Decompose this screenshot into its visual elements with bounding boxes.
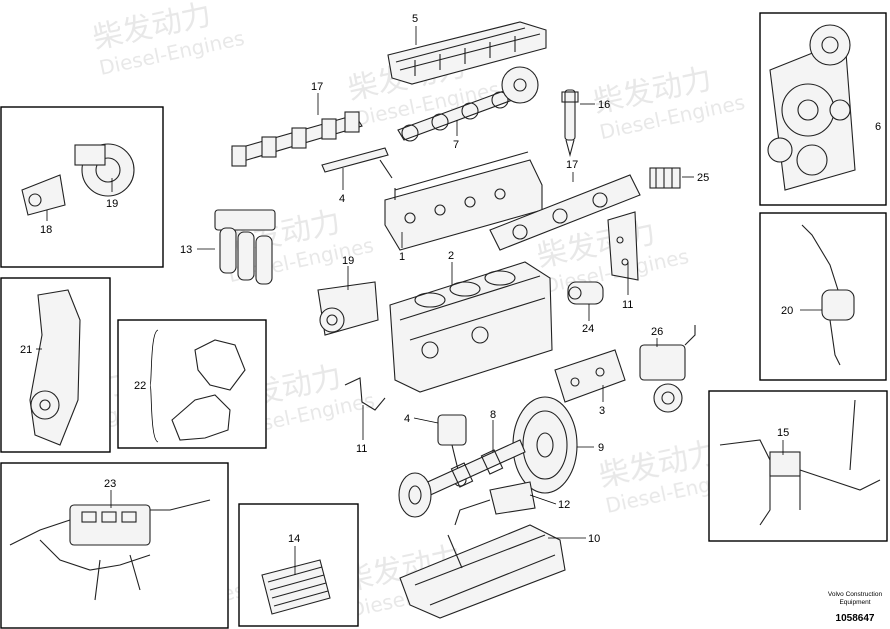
box-drive-belts — [117, 319, 267, 449]
coolant-pipe-part — [344, 377, 386, 411]
callout-25: 25 — [697, 172, 709, 184]
leader-lines — [36, 26, 822, 575]
callout-11b: 11 — [622, 299, 633, 311]
callout-1: 1 — [399, 251, 405, 263]
injector-part — [561, 89, 579, 158]
callout-19b: 19 — [342, 255, 354, 267]
callout-13: 13 — [180, 244, 192, 256]
callout-2: 2 — [448, 250, 454, 262]
callout-3: 3 — [599, 405, 605, 417]
oil-pan-part — [399, 524, 566, 619]
oil-pump-part — [454, 481, 536, 526]
footer-division: Equipment — [839, 599, 870, 606]
callout-6: 6 — [875, 121, 881, 133]
callout-22: 22 — [134, 380, 146, 392]
rocker-arm-part — [231, 111, 363, 167]
crankshaft-part — [398, 439, 526, 518]
coolant-pump-part — [29, 289, 81, 446]
callout-8: 8 — [490, 409, 496, 421]
box-turbocharger — [0, 106, 164, 268]
timing-gear-part — [767, 24, 856, 191]
callout-11a: 11 — [356, 443, 367, 455]
box-dipstick — [759, 212, 887, 381]
callout-26: 26 — [651, 326, 663, 338]
engine-block-part — [389, 261, 553, 393]
fuel-pump-part — [639, 325, 696, 413]
callout-17a: 17 — [311, 81, 323, 93]
callout-18: 18 — [40, 224, 52, 236]
camshaft-part — [397, 66, 539, 142]
wiring-harness-part — [9, 499, 211, 601]
footer: Volvo Construction Equipment 1058647 — [828, 591, 883, 624]
callout-23: 23 — [104, 478, 116, 490]
callout-14: 14 — [288, 533, 300, 545]
brace-line — [149, 329, 159, 443]
connector-part — [649, 167, 681, 189]
starter-motor-part — [567, 281, 604, 305]
rocker-shaft-part — [321, 147, 393, 179]
callout-5: 5 — [412, 13, 418, 25]
callout-24: 24 — [582, 323, 594, 335]
callout-20: 20 — [781, 305, 793, 317]
callout-4a: 4 — [339, 193, 345, 205]
dipstick-part — [801, 224, 855, 366]
callout-17b: 17 — [566, 159, 578, 171]
callout-12: 12 — [558, 499, 570, 511]
callout-19a: 19 — [106, 198, 118, 210]
compressor-part — [317, 281, 379, 336]
exhaust-manifold-part — [489, 174, 641, 251]
callout-labels: 5 7 16 17 4 17 25 1 2 13 19 11 24 26 3 1… — [20, 13, 881, 545]
callout-7: 7 — [453, 139, 459, 151]
bracket-part — [607, 211, 639, 281]
filter-housing-part — [214, 209, 276, 285]
callout-10: 10 — [588, 533, 600, 545]
turbocharger-part — [21, 143, 135, 216]
callout-15: 15 — [777, 427, 789, 439]
callout-9: 9 — [598, 442, 604, 454]
callout-21: 21 — [20, 344, 32, 356]
footer-drawing-number: 1058647 — [836, 613, 875, 624]
cable-harness-part — [719, 399, 881, 526]
drive-belt-part — [171, 339, 246, 441]
timing-cover-part — [554, 349, 626, 403]
callout-4b: 4 — [404, 413, 410, 425]
callout-16: 16 — [598, 99, 610, 111]
valve-cover-part — [387, 21, 547, 85]
footer-company: Volvo Construction — [828, 591, 883, 598]
